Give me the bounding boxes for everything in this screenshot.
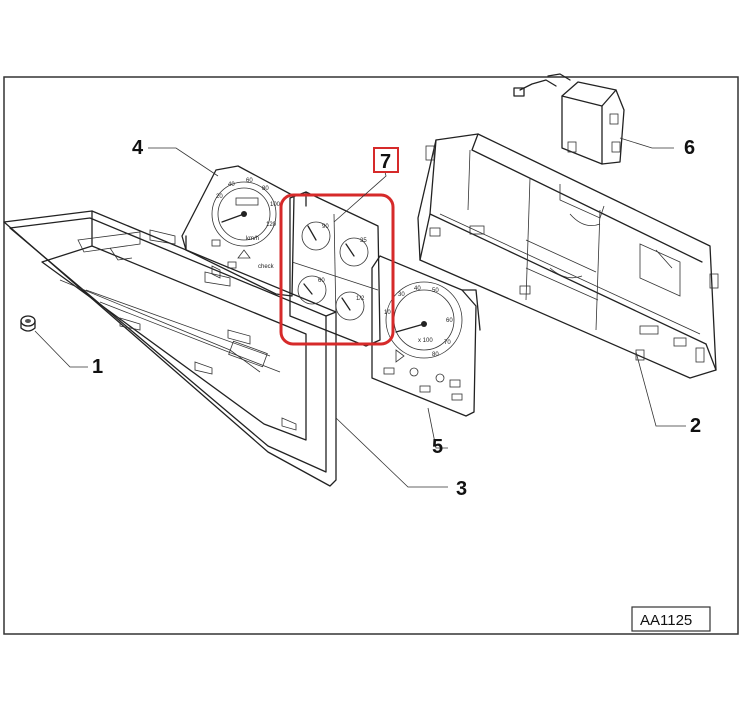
svg-text:10: 10: [384, 310, 391, 316]
svg-text:40: 40: [414, 286, 421, 292]
svg-text:70: 70: [444, 340, 451, 346]
svg-text:x 100: x 100: [418, 338, 433, 344]
callout-3: 3: [456, 478, 467, 500]
callout-5: 5: [432, 436, 443, 458]
reference-code-box: [631, 606, 711, 632]
svg-text:60: 60: [446, 318, 453, 324]
svg-text:100: 100: [270, 202, 281, 208]
reference-code: AA1125: [640, 612, 692, 629]
callout-6: 6: [684, 137, 695, 159]
svg-text:60: 60: [246, 178, 253, 184]
svg-text:80: 80: [432, 352, 439, 358]
svg-text:check: check: [258, 264, 275, 270]
part-7-highlight-box: [279, 193, 395, 346]
part-1-knob-drawing: [20, 315, 36, 332]
part-2-housing-drawing: [417, 133, 719, 379]
svg-text:50: 50: [432, 288, 439, 294]
leader-lines: [34, 137, 686, 488]
svg-text:90: 90: [322, 224, 329, 230]
svg-text:km/h: km/h: [246, 236, 259, 242]
callout-7: 7: [380, 151, 391, 173]
svg-text:120: 120: [266, 222, 277, 228]
svg-text:35: 35: [360, 238, 367, 244]
svg-text:30: 30: [398, 292, 405, 298]
callout-4: 4: [132, 137, 144, 159]
callout-7-box: [373, 147, 399, 173]
callout-1: 1: [92, 356, 103, 378]
part-4-speedometer-drawing: 20 40 60 80 100 120 km/h check: [181, 165, 295, 297]
part-5-tachometer-drawing: 30 40 50 60 70 80 10 x 100: [371, 255, 481, 417]
part-3-bezel-drawing: [3, 210, 337, 487]
part-7-auxiliary-gauges-drawing: 90 35 60 1/2: [289, 191, 381, 347]
svg-text:40: 40: [228, 182, 235, 188]
callout-2: 2: [690, 415, 701, 437]
svg-text:20: 20: [216, 194, 223, 200]
svg-text:1/2: 1/2: [356, 296, 365, 302]
part-6-module-drawing: [513, 73, 625, 165]
svg-text:60: 60: [318, 278, 325, 284]
diagram-frame: [3, 76, 739, 635]
svg-text:80: 80: [262, 186, 269, 192]
